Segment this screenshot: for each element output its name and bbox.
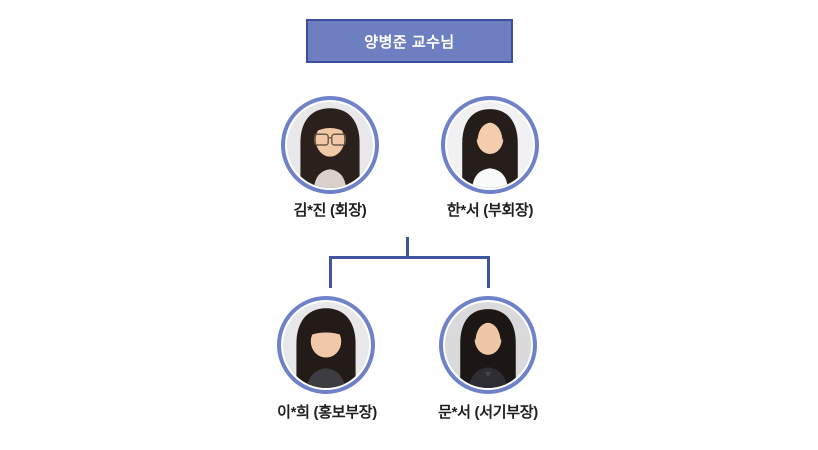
member-photo-pr-head [277,296,375,394]
connector-line-horizontal [329,256,490,259]
connector-line-right-drop [487,256,490,288]
connector-line-vertical-stub [406,237,409,257]
female-portrait-middle-part-white-top-icon [447,102,533,188]
member-photo-president [281,96,379,194]
member-label-pr-head: 이*희 (홍보부장) [277,404,377,421]
member-label-president: 김*진 (회장) [293,202,367,219]
female-portrait-long-hair-glasses-icon [287,102,373,188]
member-label-secretary-head: 문*서 (서기부장) [438,404,538,421]
professor-box: 양병준 교수님 [306,19,513,63]
member-label-vice-president: 한*서 (부회장) [446,202,534,219]
female-portrait-bangs-dark-top-icon [283,302,369,388]
professor-label: 양병준 교수님 [364,33,455,51]
female-portrait-middle-part-dark-top-icon [445,302,531,388]
member-photo-secretary-head [439,296,537,394]
connector-line-left-drop [329,256,332,288]
member-photo-vice-president [441,96,539,194]
